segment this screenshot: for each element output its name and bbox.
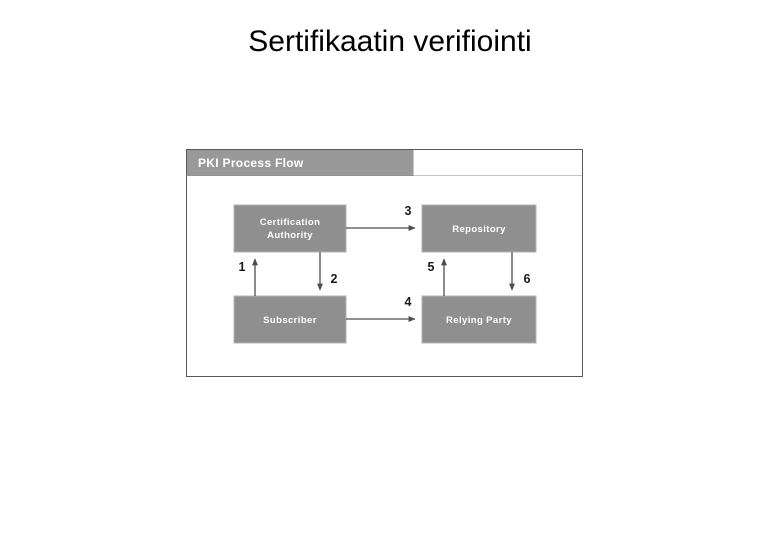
flow-number-6: 6 — [524, 272, 531, 286]
flow-arrow-1: 1 — [239, 258, 258, 296]
node-label-line1: Repository — [452, 224, 506, 235]
diagram-header-label: PKI Process Flow — [198, 156, 304, 170]
flow-number-3: 3 — [405, 204, 412, 218]
diagram-svg: PKI Process Flow Certification Authority… — [186, 149, 583, 377]
node-label-line2: Authority — [267, 230, 313, 241]
node-relying-party[interactable]: Relying Party — [421, 295, 537, 344]
flow-arrow-3: 3 — [346, 204, 416, 231]
flow-arrow-5: 5 — [428, 258, 447, 296]
header-strip — [413, 150, 582, 176]
node-box — [233, 295, 347, 344]
header-bar — [187, 150, 413, 176]
node-box — [421, 295, 537, 344]
node-box — [233, 204, 347, 253]
node-label-line1: Relying Party — [446, 315, 512, 326]
flow-number-1: 1 — [239, 260, 246, 274]
node-repository[interactable]: Repository — [421, 204, 537, 253]
flow-number-5: 5 — [428, 260, 435, 274]
node-label-line1: Subscriber — [263, 315, 317, 326]
flow-arrow-6: 6 — [509, 252, 531, 291]
node-subscriber[interactable]: Subscriber — [233, 295, 347, 344]
flow-arrow-2: 2 — [317, 252, 338, 291]
flow-number-2: 2 — [331, 272, 338, 286]
node-label-line1: Certification — [260, 217, 321, 228]
page-title: Sertifikaatin verifiointi — [248, 25, 532, 58]
node-certification-authority[interactable]: Certification Authority — [233, 204, 347, 253]
node-box — [421, 204, 537, 253]
pki-process-flow-diagram: PKI Process Flow Certification Authority… — [186, 149, 584, 378]
flow-arrow-4: 4 — [346, 295, 416, 322]
flow-number-4: 4 — [405, 295, 412, 309]
